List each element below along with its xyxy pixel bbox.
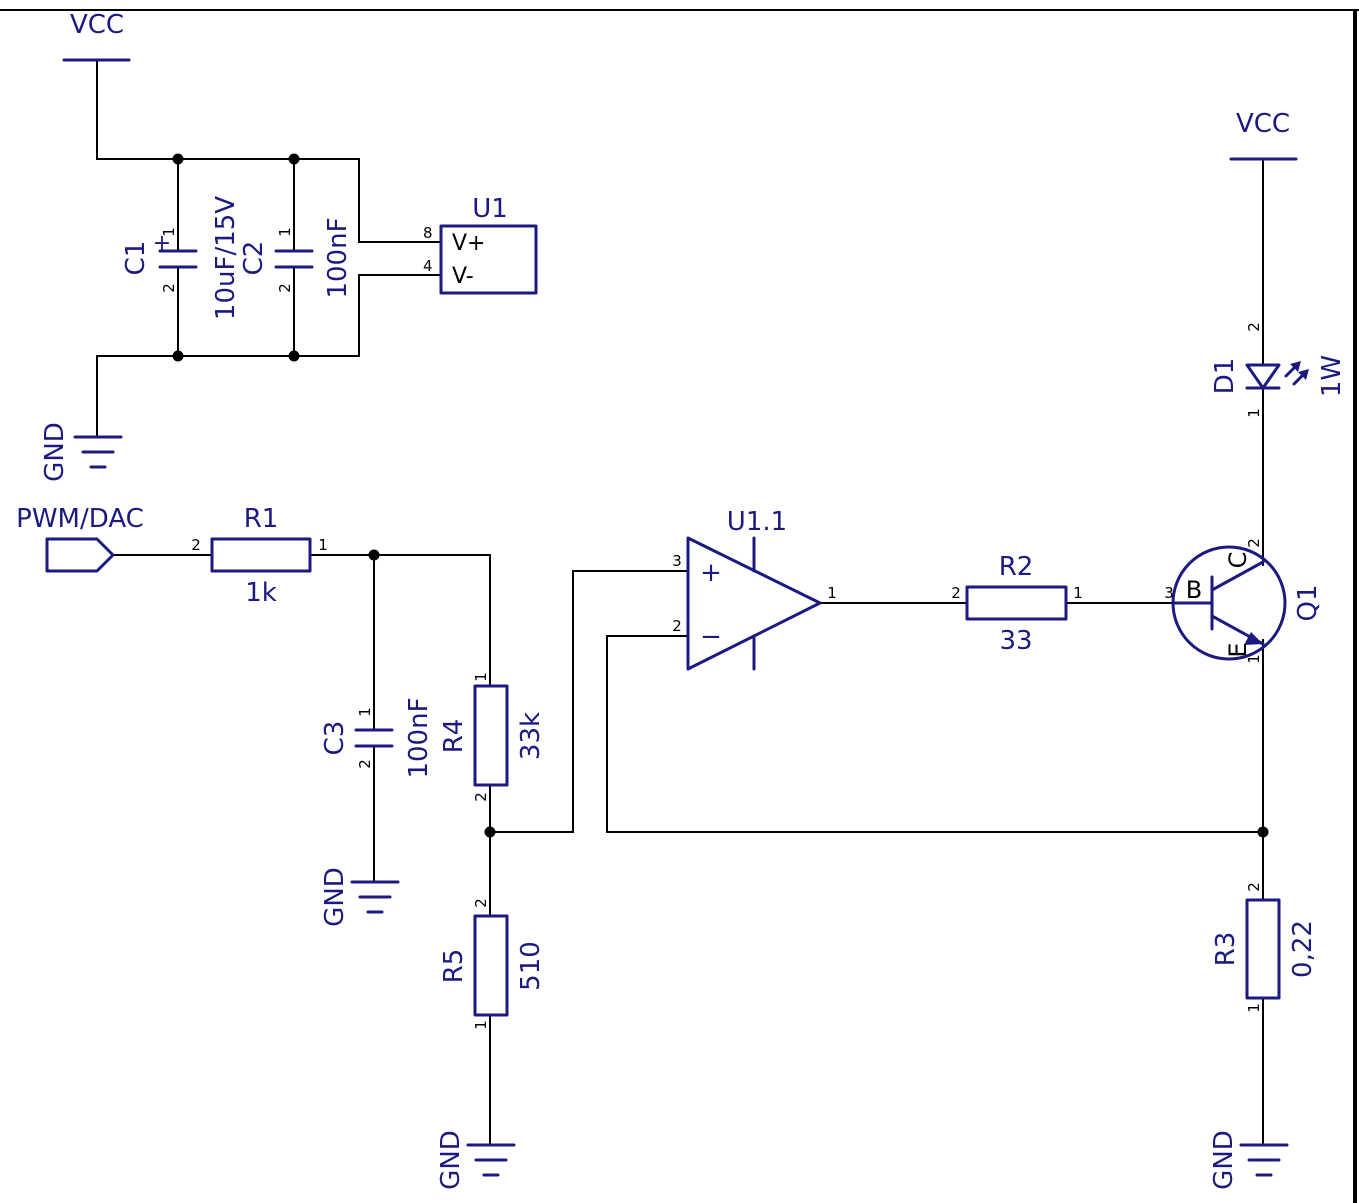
resistor-r2[interactable]: R2 33 2 1	[951, 552, 1083, 656]
svg-text:1W: 1W	[1317, 355, 1347, 397]
opamp-u1-1[interactable]: U1.1 + − 3 2 1	[672, 507, 837, 671]
svg-text:2: 2	[191, 536, 201, 554]
vcc-symbol-right: VCC	[1229, 109, 1298, 161]
svg-text:1: 1	[160, 227, 178, 237]
svg-text:R3: R3	[1211, 932, 1241, 967]
capacitor-c1[interactable]: + 1 2 C1 10uF/15V	[121, 196, 241, 320]
svg-text:−: −	[700, 622, 722, 652]
svg-text:1: 1	[1245, 654, 1263, 664]
resistor-r5[interactable]: 2 1 R5 510	[439, 898, 546, 1030]
svg-text:R4: R4	[439, 719, 469, 754]
svg-text:1: 1	[1245, 408, 1263, 418]
svg-text:C3: C3	[320, 721, 350, 756]
led-d1[interactable]: 2 1 D1 1W	[1210, 322, 1347, 418]
svg-text:E: E	[1224, 642, 1252, 657]
svg-text:R1: R1	[244, 504, 279, 534]
gnd-symbol-c3: GND	[320, 867, 400, 927]
junction-dots	[172, 153, 1269, 838]
svg-text:U1: U1	[472, 194, 508, 224]
svg-text:8: 8	[423, 224, 433, 242]
resistor-r4[interactable]: 1 2 R4 33k	[439, 672, 546, 802]
svg-text:510: 510	[516, 941, 546, 991]
capacitor-c2[interactable]: 1 2 C2 100nF	[239, 217, 353, 298]
gnd-symbol-r5: GND	[436, 1130, 516, 1190]
svg-text:VCC: VCC	[1236, 109, 1290, 139]
svg-text:2: 2	[1245, 882, 1263, 892]
svg-text:1: 1	[472, 672, 490, 682]
svg-text:V-: V-	[452, 264, 474, 289]
svg-text:2: 2	[356, 759, 374, 769]
svg-text:C: C	[1224, 552, 1252, 569]
svg-text:V+: V+	[452, 231, 485, 256]
svg-text:2: 2	[472, 792, 490, 802]
svg-text:GND: GND	[320, 867, 350, 927]
svg-text:GND: GND	[436, 1130, 466, 1190]
svg-text:4: 4	[423, 257, 433, 275]
svg-text:+: +	[153, 231, 171, 256]
svg-text:1: 1	[318, 536, 328, 554]
svg-text:0,22: 0,22	[1288, 920, 1318, 978]
svg-text:2: 2	[1245, 322, 1263, 332]
svg-text:2: 2	[672, 617, 682, 635]
svg-text:100nF: 100nF	[404, 697, 434, 778]
svg-text:VCC: VCC	[70, 10, 124, 40]
resistor-r3[interactable]: 2 1 R3 0,22	[1211, 882, 1318, 1013]
svg-text:100nF: 100nF	[323, 217, 353, 298]
svg-text:1k: 1k	[245, 578, 277, 608]
svg-text:GND: GND	[40, 422, 70, 482]
svg-text:2: 2	[160, 283, 178, 293]
svg-text:3: 3	[672, 552, 682, 570]
resistor-r1[interactable]: R1 1k 2 1	[191, 504, 328, 608]
svg-text:R5: R5	[439, 949, 469, 984]
svg-text:2: 2	[951, 584, 961, 602]
transistor-q1[interactable]: B C E 3 2 1 Q1	[1164, 538, 1323, 664]
svg-text:+: +	[700, 558, 722, 588]
svg-text:C2: C2	[239, 241, 269, 276]
svg-text:1: 1	[276, 227, 294, 237]
svg-text:R2: R2	[999, 552, 1034, 582]
svg-text:B: B	[1186, 576, 1202, 604]
svg-text:3: 3	[1164, 584, 1174, 602]
svg-text:10uF/15V: 10uF/15V	[211, 196, 241, 320]
svg-text:GND: GND	[1209, 1130, 1239, 1190]
svg-text:1: 1	[356, 707, 374, 717]
svg-text:33k: 33k	[516, 712, 546, 760]
svg-text:2: 2	[276, 283, 294, 293]
svg-text:1: 1	[1245, 1003, 1263, 1013]
svg-text:1: 1	[472, 1020, 490, 1030]
svg-text:33: 33	[999, 626, 1032, 656]
gnd-symbol-top: GND	[40, 422, 123, 482]
svg-text:PWM/DAC: PWM/DAC	[16, 504, 144, 534]
svg-text:D1: D1	[1210, 358, 1240, 395]
svg-text:1: 1	[827, 584, 837, 602]
ic-u1-power[interactable]: U1 8 4 V+ V-	[423, 194, 538, 295]
svg-text:1: 1	[1073, 584, 1083, 602]
vcc-symbol-left: VCC	[62, 10, 131, 62]
capacitor-c3[interactable]: 1 2 C3 100nF	[320, 697, 434, 778]
svg-text:U1.1: U1.1	[727, 507, 787, 537]
svg-text:2: 2	[1245, 538, 1263, 548]
svg-text:2: 2	[472, 898, 490, 908]
input-port-pwm-dac[interactable]: PWM/DAC	[16, 504, 144, 573]
gnd-symbol-r3: GND	[1209, 1130, 1289, 1190]
wires	[96, 59, 1264, 1146]
svg-text:C1: C1	[121, 241, 151, 276]
svg-text:Q1: Q1	[1293, 584, 1323, 621]
